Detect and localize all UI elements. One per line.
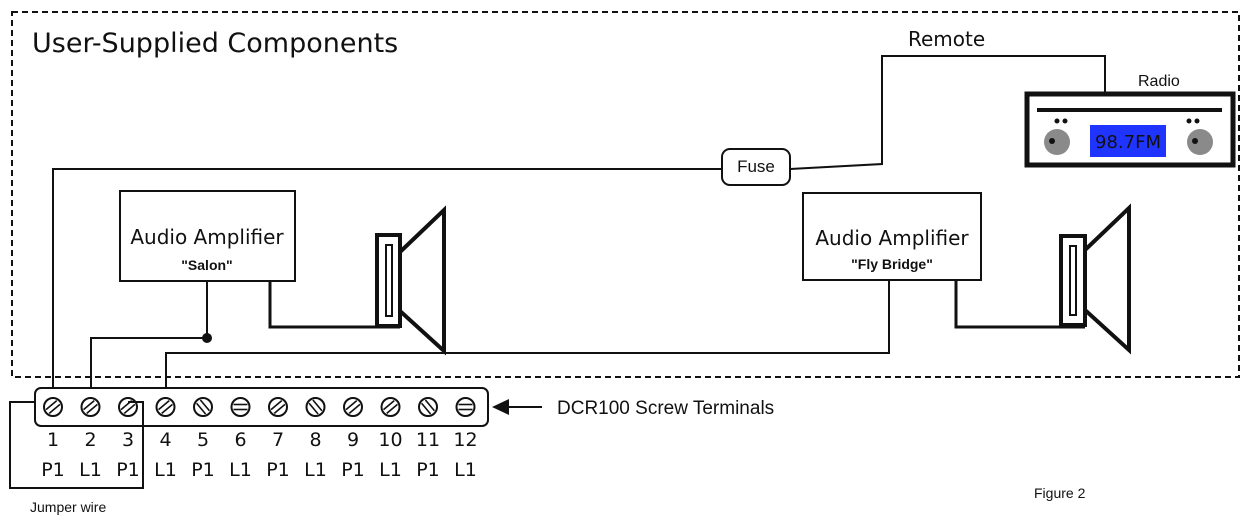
screw-terminal-icon [305, 397, 326, 417]
screw-terminal-icon [343, 397, 363, 417]
screw-terminal-icon [380, 397, 401, 417]
terminal-type: L1 [379, 459, 402, 481]
amp-salon-box [119, 190, 296, 282]
terminal-number: 6 [234, 429, 246, 451]
amp-flybridge-subtitle: "Fly Bridge" [851, 256, 933, 272]
fuse-box [721, 148, 791, 186]
terminal-screws [43, 397, 476, 417]
amp-flybridge-speaker-wire [954, 280, 1085, 329]
fuse-label: Fuse [737, 157, 775, 176]
speaker-salon-icon [375, 205, 446, 356]
terminal-number: 2 [84, 429, 96, 451]
remote-label: Remote [908, 27, 985, 51]
terminal-number: 10 [378, 429, 402, 451]
terminal-block-label: DCR100 Screw Terminals [557, 398, 774, 419]
radio-left-knob-icon [1044, 129, 1070, 155]
screw-terminal-icon [118, 397, 138, 417]
terminal-block [34, 387, 489, 427]
radio-label: Radio [1138, 73, 1180, 90]
terminal-arrow-head-icon [492, 399, 509, 415]
terminal-type: L1 [154, 459, 177, 481]
terminal-type: P1 [116, 459, 140, 481]
screw-terminal-icon [418, 397, 438, 417]
fuse-wire [52, 168, 722, 400]
terminal-type: P1 [266, 459, 290, 481]
radio-icon: 98.7FM [1024, 91, 1236, 168]
screw-terminal-icon [155, 397, 176, 417]
user-components-boundary [11, 11, 1240, 378]
screw-terminal-icon [455, 397, 476, 417]
amp-salon-title: Audio Amplifier [130, 225, 284, 249]
screw-terminal-icon [193, 397, 213, 417]
amp-flybridge-box [802, 192, 982, 281]
terminal-type: L1 [229, 459, 252, 481]
jumper-wire [9, 401, 144, 489]
amp-salon-subtitle: "Salon" [181, 257, 232, 273]
terminal-type: P1 [416, 459, 440, 481]
radio-right-knob-icon [1187, 129, 1213, 155]
terminal-number: 4 [159, 429, 171, 451]
terminal-type: L1 [79, 459, 102, 481]
terminal-number: 1 [47, 429, 59, 451]
screw-terminal-icon [43, 397, 63, 417]
amp-flybridge-title: Audio Amplifier [815, 226, 969, 250]
amp-flybridge-signal-wire [165, 280, 890, 400]
terminal-type: P1 [341, 459, 365, 481]
amp-salon-speaker-wire [268, 281, 400, 329]
radio-display-text: 98.7FM [1095, 132, 1161, 153]
terminal-number: 5 [197, 429, 209, 451]
boundary-title: User-Supplied Components [32, 28, 398, 59]
terminal-types: P1 L1 P1 L1 P1 L1 P1 L1 P1 L1 P1 L1 [41, 459, 477, 481]
terminal-number: 7 [272, 429, 284, 451]
terminal-type: L1 [454, 459, 477, 481]
figure-label: Figure 2 [1034, 485, 1086, 501]
terminal-number: 9 [347, 429, 359, 451]
terminal-number: 11 [416, 429, 440, 451]
terminal-type: P1 [41, 459, 65, 481]
remote-wire [789, 55, 1106, 170]
terminal-number: 3 [122, 429, 134, 451]
screw-terminal-icon [268, 397, 288, 417]
screw-terminal-icon [230, 397, 251, 417]
terminal-number: 8 [309, 429, 321, 451]
amp-salon-signal-wire [90, 281, 208, 400]
terminal-type: L1 [304, 459, 327, 481]
speaker-flybridge-icon [1059, 203, 1131, 355]
screw-terminal-icon [80, 397, 101, 417]
radio-display [1090, 125, 1166, 157]
terminal-type: P1 [191, 459, 215, 481]
terminal-number: 12 [453, 429, 477, 451]
jumper-label: Jumper wire [30, 499, 106, 515]
junction-dot [202, 333, 212, 343]
